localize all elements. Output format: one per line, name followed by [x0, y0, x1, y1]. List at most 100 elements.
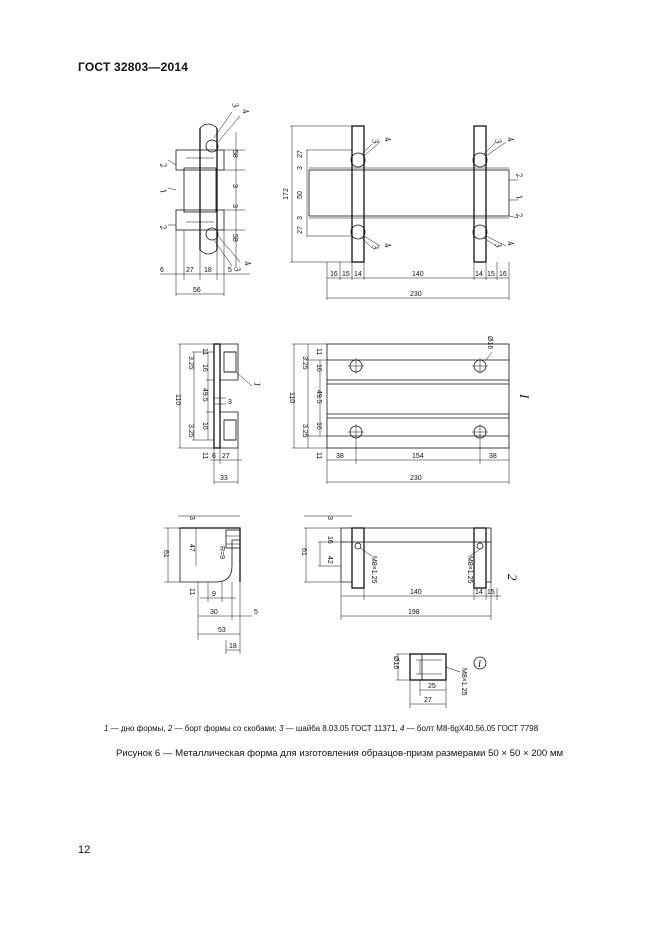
- dim: 16: [326, 536, 333, 544]
- dim: 16: [499, 271, 507, 278]
- view-top-left: 58 3 3 58 6 27 18 5 56 3 4 2 1 2 4 3: [158, 100, 253, 296]
- figure-legend: 1 — дно формы, 2 — борт формы со скобами…: [104, 724, 539, 733]
- dim: 230: [410, 291, 422, 298]
- dim: 27: [297, 226, 304, 234]
- dim: 27: [186, 267, 194, 274]
- callout: 4: [382, 241, 393, 249]
- callout: 2: [514, 171, 525, 179]
- dim: 9: [212, 591, 216, 598]
- dim: 56: [193, 287, 201, 294]
- dim: 5: [228, 267, 232, 274]
- callout: 2: [158, 161, 169, 169]
- view-middle-left: 11 3.25 16 49.5 3 16 3.25 110 11 6 27 33…: [174, 343, 262, 484]
- dim: 27: [424, 697, 432, 704]
- dim: 11: [315, 348, 322, 355]
- dim: 3.25: [301, 356, 308, 370]
- dim: 18: [204, 267, 212, 274]
- dim: 15: [487, 589, 495, 596]
- dim: 3: [326, 516, 333, 520]
- dim: 49.5: [315, 390, 322, 404]
- dim: 6: [160, 267, 164, 274]
- dim: 110: [288, 392, 295, 403]
- callout: 3: [232, 264, 243, 273]
- view-label: 2: [505, 574, 520, 581]
- dim: 14: [354, 271, 362, 278]
- dim: 16: [330, 271, 338, 278]
- dim: 53: [218, 627, 226, 634]
- dim: 110: [174, 394, 181, 405]
- dim: 140: [412, 271, 424, 278]
- document-header: ГОСТ 32803—2014: [78, 60, 189, 74]
- dim: 198: [408, 609, 420, 616]
- dim: 33: [220, 475, 228, 482]
- dim: 6: [212, 453, 216, 460]
- dim: 61: [300, 548, 307, 556]
- dim: 27: [297, 150, 304, 158]
- dim: 3: [297, 216, 304, 220]
- dim: 3.25: [301, 424, 308, 438]
- dim: 16: [315, 422, 322, 430]
- view-middle-right: 11 3.25 16 49.5 110 16 3.25 11 38 154 38…: [288, 336, 532, 484]
- dim: 3: [228, 399, 232, 406]
- callout: 1: [514, 193, 525, 201]
- dim: 11: [201, 348, 208, 355]
- dim: 38: [489, 453, 497, 460]
- dim: R=9: [218, 546, 225, 559]
- view-bottom-right: 3 16 61 42 М8×1.25 М8×1.25 140 14 15 198…: [300, 515, 520, 620]
- dim: 5: [254, 609, 258, 616]
- dim: 14: [475, 271, 483, 278]
- dim: 230: [410, 475, 422, 482]
- dim: 61: [162, 550, 169, 558]
- dim: 47: [188, 544, 195, 552]
- dim: 11: [315, 452, 322, 459]
- dim: Ø16: [392, 656, 399, 669]
- dim: 50: [297, 191, 304, 199]
- dim: 3: [231, 184, 238, 188]
- dim: 3: [297, 166, 304, 170]
- callout: 4: [505, 239, 516, 247]
- dim: 49.5: [201, 388, 208, 402]
- dim: 11: [188, 588, 195, 595]
- dim: 3.25: [187, 424, 194, 438]
- dim: 14: [475, 589, 483, 596]
- view-bottom-left: 3 47 61 R=9 11 9 30 5 53 18: [162, 515, 258, 654]
- dim: 3.25: [187, 356, 194, 370]
- callout: 1: [158, 187, 169, 195]
- callout: 4: [240, 107, 251, 115]
- dim: 172: [283, 188, 290, 200]
- dim: М8×1.25: [370, 556, 377, 584]
- view-label: I: [517, 393, 532, 399]
- dim: 140: [410, 589, 422, 596]
- dim: 27: [222, 453, 230, 460]
- view-top-right: 27 3 50 3 27 172 16 15 14 140 14 15 16 2…: [283, 125, 525, 300]
- callout: 4: [382, 135, 393, 143]
- dim: 25: [428, 683, 436, 690]
- callout: 3: [370, 136, 381, 145]
- callout: 4: [242, 259, 253, 267]
- callout: 3: [370, 242, 381, 251]
- callout: 3: [230, 100, 241, 109]
- callout: 3: [493, 240, 504, 249]
- dim: 15: [487, 271, 495, 278]
- dim: 11: [201, 452, 208, 459]
- page-number: 12: [78, 844, 91, 856]
- dim: 16: [315, 364, 322, 372]
- dim: М8×1.25: [460, 668, 467, 696]
- dim: 16: [201, 422, 208, 430]
- dim: 38: [336, 453, 344, 460]
- dim: 58: [231, 234, 238, 242]
- dim: 42: [326, 556, 333, 564]
- callout: 1: [252, 382, 262, 387]
- dim: 58: [231, 150, 238, 158]
- figure-caption: Рисунок 6 — Металлическая форма для изго…: [116, 748, 564, 759]
- dim: 3: [188, 516, 195, 520]
- dim: 16: [201, 364, 208, 372]
- callout: 4: [505, 135, 516, 143]
- dim: 18: [229, 643, 237, 650]
- view-detail: Ø16 25 27 М8×1.25 I: [392, 653, 487, 708]
- dim: М8×1.25: [466, 556, 473, 584]
- dim: 154: [412, 453, 424, 460]
- callout: 2: [514, 211, 525, 219]
- callout: 3: [493, 136, 504, 145]
- dim: Ø16: [486, 336, 493, 349]
